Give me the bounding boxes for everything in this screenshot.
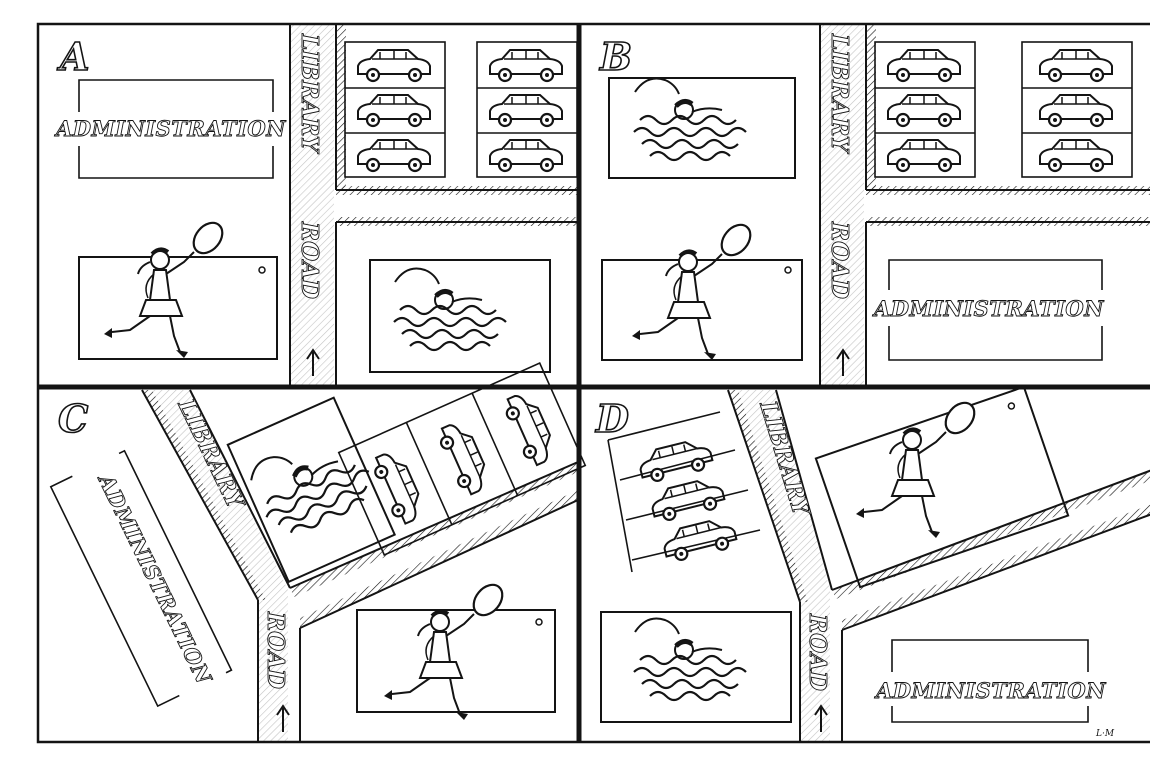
- artist-mark: L·M: [1095, 729, 1115, 739]
- road-label-library: LIBRARY: [826, 33, 853, 155]
- panel-letter: D: [595, 396, 629, 441]
- road-label-road: ROAD: [804, 613, 831, 691]
- road-label-road: ROAD: [296, 221, 323, 299]
- panel-letter: C: [58, 396, 88, 441]
- road-label-road: ROAD: [826, 221, 853, 299]
- panel-letter: A: [57, 34, 89, 79]
- administration-label: ADMINISTRATION: [872, 296, 1104, 321]
- road-label-road: ROAD: [262, 611, 289, 689]
- administration-label: ADMINISTRATION: [874, 678, 1106, 703]
- road-label-library: LIBRARY: [296, 33, 323, 155]
- administration-label: ADMINISTRATION: [54, 116, 286, 141]
- panel-letter: B: [599, 34, 632, 79]
